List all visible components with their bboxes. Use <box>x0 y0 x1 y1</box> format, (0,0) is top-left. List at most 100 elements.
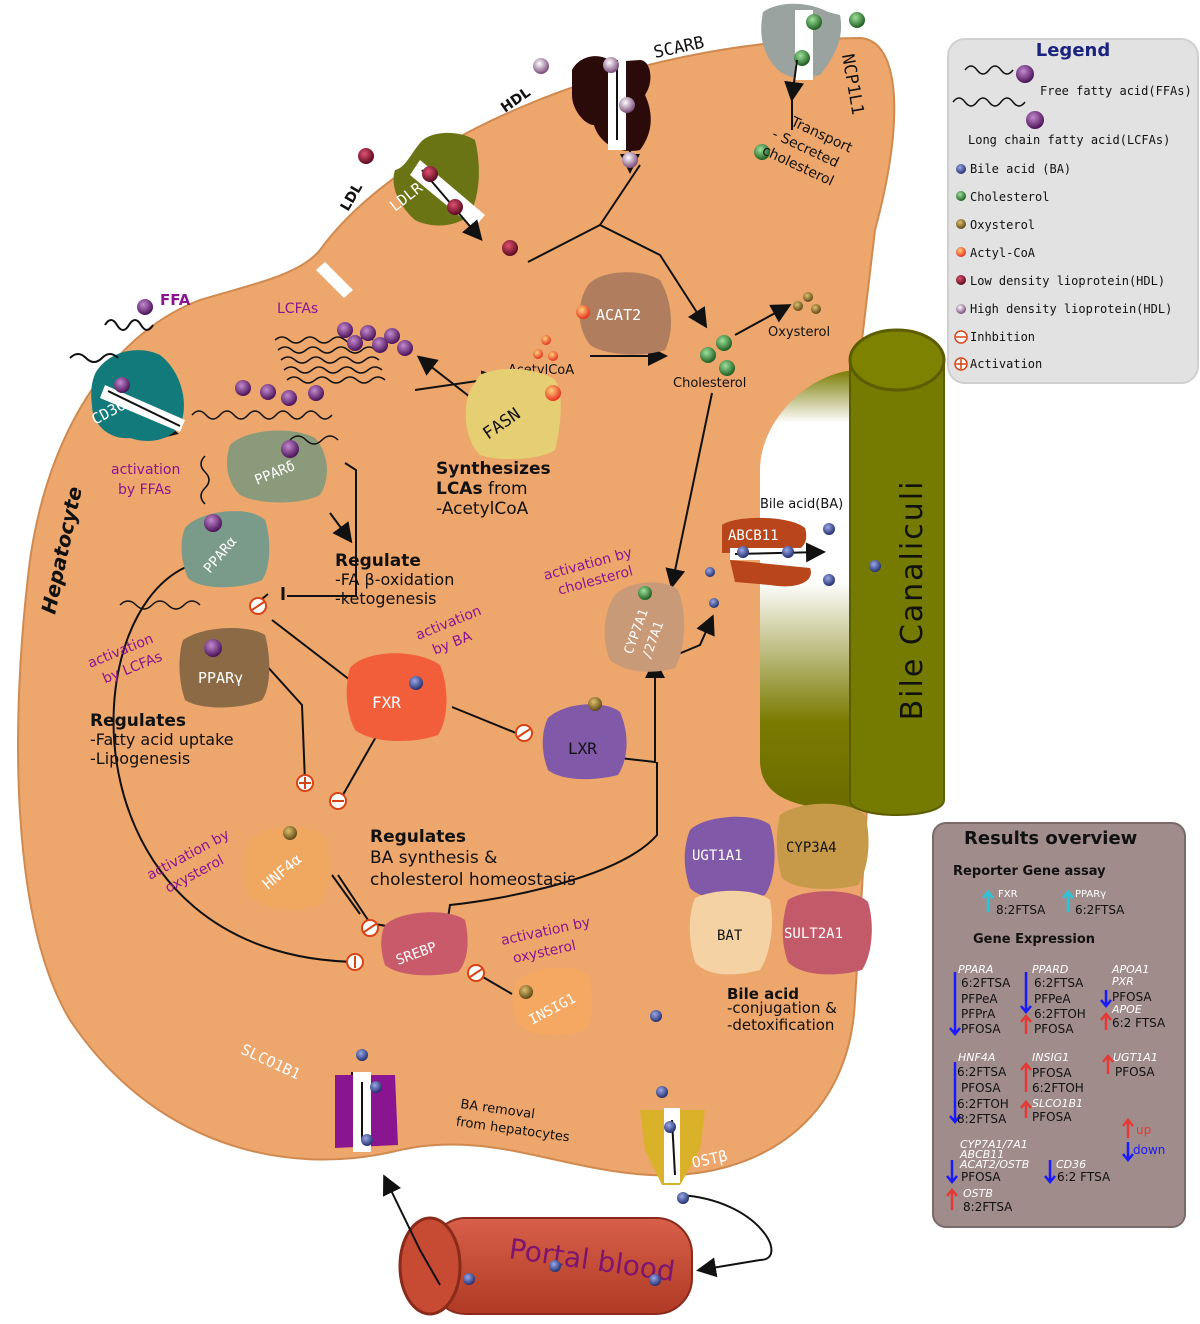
pparg-receptor: PPARγ <box>119 600 270 708</box>
gene-insig1: INSIG1 <box>1032 1051 1070 1064</box>
bile-acid-item-2: -detoxification <box>727 1016 834 1034</box>
gene-expression-title: Gene Expression <box>973 932 1096 947</box>
lcfa-free <box>191 410 333 420</box>
sult2a1-label: SULT2A1 <box>784 926 843 942</box>
activation-symbol-pparg <box>296 774 314 792</box>
bat-label: BAT <box>717 928 743 944</box>
inhibition-symbol-ppar <box>249 597 267 615</box>
legend-item-cholesterol: Cholesterol <box>970 190 1050 204</box>
gene-ostb: OSTB <box>963 1187 993 1200</box>
srebp-protein: SREBP <box>381 912 468 976</box>
synth-title-1: Synthesizes <box>436 459 551 479</box>
reporter-title: Reporter Gene assay <box>953 864 1106 879</box>
insig1-entry-2: 6:2FTOH <box>1032 1081 1084 1095</box>
ppard-entry-2: PFPeA <box>1034 992 1071 1006</box>
ostb-transporter: OSTβ <box>640 1010 729 1204</box>
regulates-ba-item-1: BA synthesis & <box>370 848 497 868</box>
ppara-entry-4: PFOSA <box>961 1022 1001 1036</box>
ffa-molecule <box>104 299 154 331</box>
gene-apoe: APOE <box>1112 1003 1142 1016</box>
oxysterol-label: Oxysterol <box>768 325 830 340</box>
ostb-entry: 8:2FTSA <box>963 1200 1013 1214</box>
regulates-ba-item-2: cholesterol homeostasis <box>370 870 576 890</box>
inhibition-symbol-ppara-srebp <box>346 953 364 971</box>
legend-panel: Legend <box>947 38 1199 384</box>
ldl-dot-icon <box>956 275 966 285</box>
legend-item-ffa: Free fatty acid(FFAs) <box>1040 84 1192 98</box>
ppara-entry-1: 6:2FTSA <box>961 976 1011 990</box>
ppara-entry-3: PFPrA <box>961 1007 996 1021</box>
legend-item-ldl: Low density lioprotein(HDL) <box>970 274 1166 288</box>
hnf4a-receptor: HNF4α <box>243 826 330 909</box>
hnf4a-entry-2: PFOSA <box>961 1081 1001 1095</box>
legend-item-acetylcoa: Actyl-CoA <box>970 246 1036 260</box>
synth-line-3: -AcetylCoA <box>436 499 529 519</box>
results-overview-panel <box>932 822 1186 1228</box>
ppara-entry-2: PFPeA <box>961 992 998 1006</box>
results-title: Results overview <box>964 828 1138 849</box>
gene-ppara: PPARA <box>958 963 994 976</box>
lxr-receptor: LXR <box>542 697 627 780</box>
regulate-ppar-item-2: -ketogenesis <box>335 589 436 608</box>
fxr-receptor: FXR <box>346 653 447 742</box>
gene-hnf4a: HNF4A <box>958 1051 996 1064</box>
reporter-gene-pparg: PPARγ <box>1075 889 1107 900</box>
legend-title: Legend <box>1035 40 1111 61</box>
cholesterol-dot-icon <box>956 191 966 201</box>
insig1-protein: INSIG1 <box>512 967 593 1035</box>
legend-item-lcfa: Long chain fatty acid(LCFAs) <box>968 133 1171 147</box>
hnf4a-entry-4: 8:2FTSA <box>957 1112 1007 1126</box>
lcfa-icon <box>952 97 1026 107</box>
hnf4a-entry-1: 6:2FTSA <box>957 1065 1007 1079</box>
cholesterol-label: Cholesterol <box>673 376 746 391</box>
hepatocyte-cell <box>17 36 896 1177</box>
gene-ugt1a1: UGT1A1 <box>1113 1051 1158 1064</box>
inhibition-icon <box>954 330 968 344</box>
lcfa-bundle <box>274 336 386 384</box>
hdl-dot-icon <box>956 304 966 314</box>
bat-enzyme: BAT <box>689 890 772 975</box>
regulate-ppar-title: Regulate <box>335 551 421 571</box>
legend-item-activation: Activation <box>970 357 1043 371</box>
acetylcoa-dot-icon <box>956 247 966 257</box>
gene-ppard: PPARD <box>1032 963 1069 976</box>
abcb11-transporter: ABCB11 <box>705 517 881 608</box>
results-arrows <box>946 890 1134 1210</box>
membrane-gap <box>316 262 353 298</box>
bile-acid-dot-icon <box>956 164 966 174</box>
ppard-receptor: PPARδ <box>227 430 339 503</box>
regulate-ppar-item-1: -FA β-oxidation <box>335 570 454 589</box>
ugt1a1-enzyme: UGT1A1 <box>684 816 775 900</box>
ffa-icon <box>964 65 1014 75</box>
regulates-pparg-title: Regulates <box>90 711 186 731</box>
slco1b1-entry: PFOSA <box>1032 1110 1072 1124</box>
cyp3a4-enzyme: CYP3A4 <box>776 803 869 890</box>
reporter-compound-fxr: 8:2FTSA <box>996 903 1046 917</box>
bile-acid-ba-label: Bile acid(BA) <box>760 497 843 512</box>
abcb11-label: ABCB11 <box>728 528 779 544</box>
cd36-receptor: CD36 <box>69 350 185 441</box>
bile-canaliculi: Bile Canaliculi <box>760 328 946 816</box>
gene-pxr: PXR <box>1112 975 1134 988</box>
gene-slco1b1: SLCO1B1 <box>1032 1097 1083 1110</box>
ugt1a1-entry: PFOSA <box>1115 1065 1155 1079</box>
bile-canaliculi-label: Bile Canaliculi <box>895 480 930 721</box>
scarb-receptor: SCARB <box>533 33 706 168</box>
inhibition-symbol-hnf-srebp <box>361 919 379 937</box>
inhibition-symbol-insig <box>467 964 485 982</box>
gene-cyp7a1: CYP7A1/7A1 <box>960 1138 1028 1151</box>
cyp7a1-enzyme: CYP7A1 /27A1 <box>604 582 685 672</box>
regulates-pparg-item-2: -Lipogenesis <box>90 749 190 768</box>
legend-item-hdl: High density lioprotein(HDL) <box>970 302 1173 316</box>
ppara-receptor: PPARα <box>181 455 270 588</box>
activation-ffas-2: by FFAs <box>118 482 171 498</box>
ppard-entry-1: 6:2FTSA <box>1034 976 1084 990</box>
legend-item-inhibition: Inhbition <box>970 330 1036 344</box>
acat2-label: ACAT2 <box>596 306 641 324</box>
ppard-entry-3: 6:2FTOH <box>1034 1007 1086 1021</box>
oxysterol-dot-icon <box>956 219 966 229</box>
ugt1a1-label: UGT1A1 <box>692 848 743 864</box>
bile-acid-item-1: -conjugation & <box>727 999 837 1017</box>
regulates-pparg-item-1: -Fatty acid uptake <box>90 730 234 749</box>
regulates-ba-title: Regulates <box>370 827 466 847</box>
